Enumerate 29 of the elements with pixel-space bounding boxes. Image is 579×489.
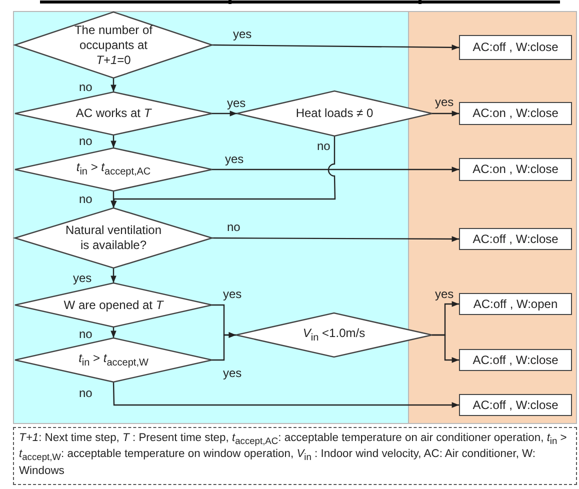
connector-arrow	[432, 110, 459, 116]
connector-arrow	[212, 110, 237, 116]
decision-diamond: V$_{in}$ <1.0m/s	[236, 313, 432, 357]
connector-arrow	[212, 166, 459, 172]
connector-arrow	[110, 191, 116, 208]
decision-diamond: AC works at T	[15, 92, 212, 135]
connector-arrow	[432, 334, 459, 363]
result-box: AC:on , W:close	[459, 158, 572, 181]
connector-arrow	[111, 136, 336, 208]
connector-arrow	[112, 382, 459, 408]
result-box: AC:off , W:close	[459, 349, 572, 371]
decision-diamond: t$_{in}$ > t$_{accept,AC}$	[15, 148, 212, 191]
connector-arrow	[110, 268, 116, 283]
connector-arrow	[110, 135, 116, 148]
connector-arrow	[110, 78, 116, 92]
decision-diamond: t$_{in}$ > t$_{accept,W}$	[15, 338, 212, 382]
connector-arrow	[110, 327, 116, 338]
result-box: AC:off , W:open	[459, 293, 572, 315]
connector-arrow	[212, 44, 459, 50]
result-box: AC:off , W:close	[459, 35, 572, 60]
decision-diamond: The number of occupants at T+1=0	[15, 12, 212, 78]
connector-arrow	[212, 332, 236, 361]
decision-diamond: W are opened at T	[15, 283, 212, 327]
footnote-text: T+1: Next time step, T : Present time step, t$_{accept,AC}$: acceptable temperature on air conditioner operation, t$_{in}$ > t$_{accept,W}$: acceptable temperature on window operation, V$_{in}$ : Indoor wind velocity, AC: Air conditioner, W: Windows	[19, 432, 567, 477]
decision-diamond: Natural ventilation is available?	[15, 208, 212, 268]
result-box: AC:off , W:close	[459, 228, 572, 250]
result-box: AC:off , W:close	[459, 394, 572, 416]
result-box: AC:on , W:close	[459, 102, 572, 125]
connector-arrow	[212, 236, 459, 242]
